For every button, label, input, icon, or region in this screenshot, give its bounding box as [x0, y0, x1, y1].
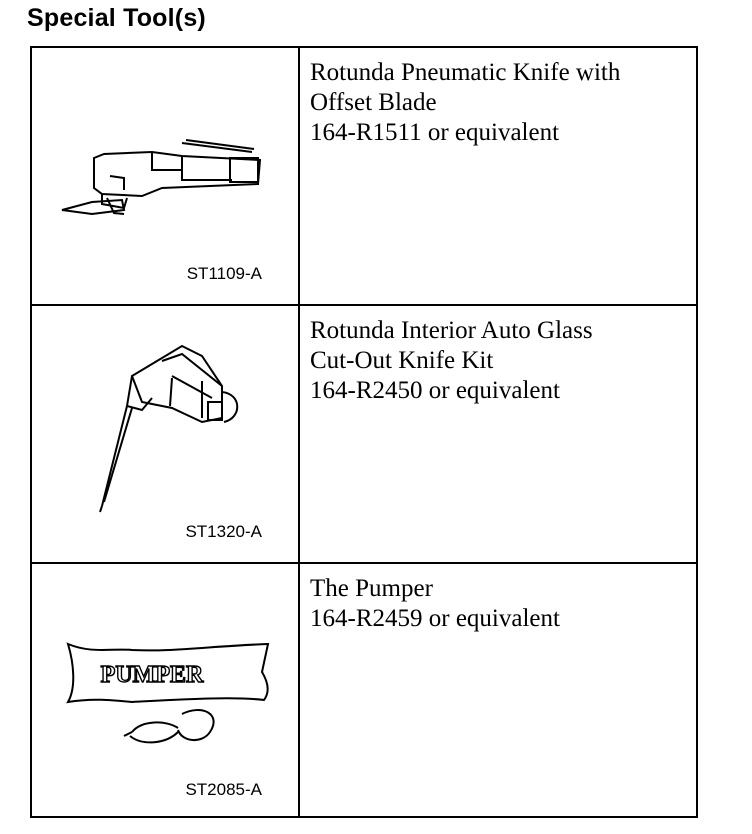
pumper-icon: PUMPER	[66, 642, 270, 744]
tool-part-number: 164-R2459 or equivalent	[310, 605, 560, 632]
row-divider	[32, 304, 696, 306]
tool-name-line: Rotunda Interior Auto Glass	[310, 317, 593, 344]
figure-label: ST1109-A	[186, 264, 262, 283]
page-title: Special Tool(s)	[27, 4, 206, 32]
pneumatic-knife-icon	[61, 139, 262, 216]
tool-row: ST1109-A Rotunda Pneumatic Knife with Of…	[32, 48, 696, 304]
figure-label: ST2085-A	[185, 780, 262, 799]
row-divider	[32, 562, 696, 564]
column-divider	[298, 48, 300, 816]
tool-description: Rotunda Interior Auto Glass Cut-Out Knif…	[310, 316, 690, 406]
tool-image-cell: PUMPER ST2085-A	[32, 564, 298, 820]
tool-name-line: Rotunda Pneumatic Knife with	[310, 59, 621, 86]
tool-image-cell: ST1320-A	[32, 306, 298, 562]
tool-name-line: The Pumper	[310, 575, 433, 602]
figure-label: ST1320-A	[185, 522, 262, 541]
tool-name-line: Offset Blade	[310, 89, 437, 116]
special-tools-table: ST1109-A Rotunda Pneumatic Knife with Of…	[30, 46, 698, 818]
tool-row: PUMPER ST2085-A The Pumper 164-R2459 or …	[32, 564, 696, 820]
cut-out-knife-icon	[99, 344, 239, 513]
tool-image-cell: ST1109-A	[32, 48, 298, 304]
tool-name-line: Cut-Out Knife Kit	[310, 347, 494, 374]
tool-part-number: 164-R2450 or equivalent	[310, 377, 560, 404]
pumper-label: PUMPER	[101, 662, 204, 688]
tool-row: ST1320-A Rotunda Interior Auto Glass Cut…	[32, 306, 696, 562]
tool-description: The Pumper 164-R2459 or equivalent	[310, 574, 690, 634]
tool-description: Rotunda Pneumatic Knife with Offset Blad…	[310, 58, 690, 148]
tool-part-number: 164-R1511 or equivalent	[310, 119, 560, 146]
